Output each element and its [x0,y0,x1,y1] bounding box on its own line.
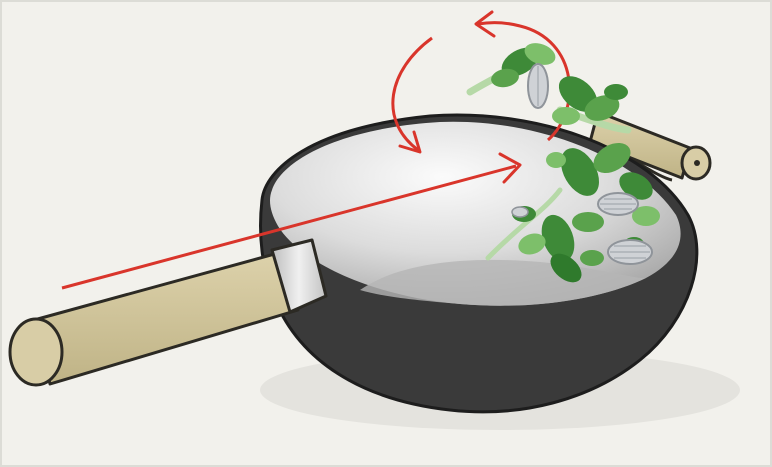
wok-diagram [0,0,772,467]
wok-toss-illustration [0,0,772,467]
